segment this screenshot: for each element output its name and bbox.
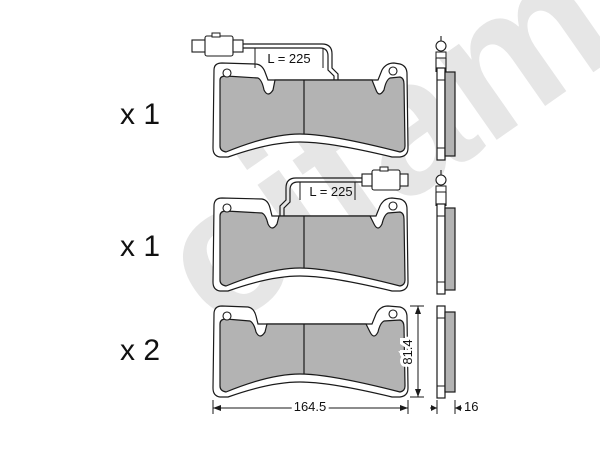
sensor-length-label-1: L = 225 <box>267 51 310 66</box>
brake-pad-1 <box>212 62 409 158</box>
height-dimension-label: 81.4 <box>400 339 415 364</box>
width-dimension-label: 164.5 <box>294 399 327 414</box>
sensor-length-label-2: L = 225 <box>309 184 352 199</box>
thickness-dimension <box>430 400 462 414</box>
height-dimension <box>410 305 424 398</box>
brand-watermark: cifam <box>120 0 600 369</box>
side-view-3 <box>436 305 456 399</box>
side-view-1 <box>435 36 456 161</box>
width-dimension <box>212 400 409 414</box>
quantity-label-middle: x 1 <box>120 230 160 263</box>
watermark-text: cifam <box>120 0 600 369</box>
wear-sensor-2: L = 225 <box>279 166 409 216</box>
brake-pad-2 <box>212 197 409 292</box>
brake-pad-3 <box>212 305 409 398</box>
quantity-label-bottom: x 2 <box>120 334 160 367</box>
quantity-label-top: x 1 <box>120 98 160 131</box>
thickness-dimension-label: 16 <box>464 399 478 414</box>
wear-sensor-1: L = 225 <box>191 32 339 80</box>
side-view-2 <box>435 170 456 295</box>
